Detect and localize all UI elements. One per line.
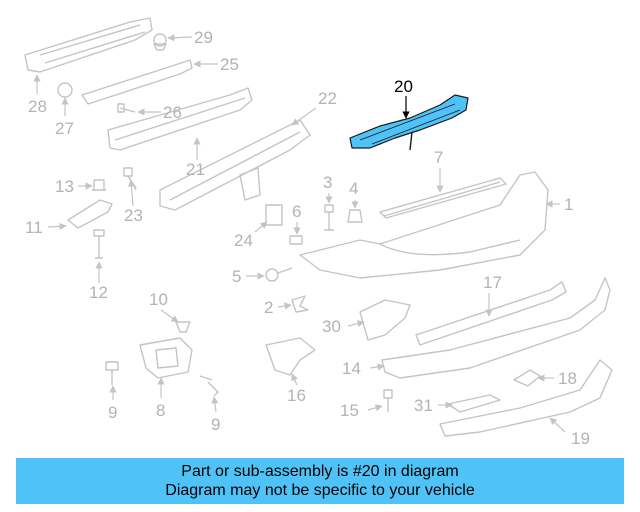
banner-line-1: Part or sub-assembly is #20 in diagram — [181, 463, 459, 480]
callout-13: 13 — [55, 177, 74, 196]
part-16-bracket — [265, 337, 316, 376]
callout-24: 24 — [234, 231, 253, 250]
callout-25: 25 — [220, 55, 239, 74]
callout-31: 31 — [414, 396, 433, 415]
part-1-bumper-cover — [299, 171, 549, 279]
part-24-block — [265, 204, 283, 226]
part-28-sill-plate — [24, 17, 153, 73]
part-17-lower-molding — [415, 281, 567, 346]
callout-23: 23 — [124, 206, 143, 225]
part-30-bracket — [359, 299, 411, 341]
callout-17: 17 — [483, 273, 502, 292]
callout-20: 20 — [394, 77, 413, 96]
part-13-nut — [92, 179, 106, 191]
part-4-clip — [347, 209, 363, 223]
callout-3: 3 — [323, 173, 332, 192]
callout-29: 29 — [194, 28, 213, 47]
callout-4: 4 — [349, 179, 358, 198]
callout-14: 14 — [342, 359, 361, 378]
info-banner: Part or sub-assembly is #20 in diagram D… — [16, 458, 624, 504]
part-10-clip — [175, 321, 191, 333]
parts-diagram: 1 2 3 4 5 6 7 8 9 9 10 11 12 13 14 15 16… — [24, 17, 613, 448]
callout-30: 30 — [322, 317, 341, 336]
callout-15: 15 — [340, 401, 359, 420]
callout-28: 28 — [28, 97, 47, 116]
part-27-retainer — [57, 82, 73, 98]
part-12-bolt — [93, 229, 105, 259]
part-8-sensor — [139, 337, 193, 379]
leader-lines — [33, 34, 566, 433]
callout-7: 7 — [434, 148, 443, 167]
part-2-clip — [291, 295, 309, 313]
part-14-lower-cover — [381, 277, 611, 379]
part-3-bolt — [324, 204, 334, 231]
part-7-molding — [379, 177, 507, 219]
callout-9b: 9 — [211, 415, 220, 434]
part-11-bracket — [67, 199, 113, 229]
callout-11: 11 — [25, 218, 43, 237]
part-22-impact-bar — [159, 119, 311, 211]
part-29-clip — [153, 33, 167, 51]
part-31-reflector — [447, 394, 501, 413]
callout-labels: 1 2 3 4 5 6 7 8 9 9 10 11 12 13 14 15 16… — [25, 28, 590, 448]
part-25-strip — [81, 59, 193, 105]
callout-16: 16 — [287, 386, 306, 405]
part-9-bolt-right — [199, 375, 219, 397]
callout-18: 18 — [558, 369, 577, 388]
part-19-skid-plate — [439, 359, 613, 437]
part-18-clip — [513, 369, 541, 387]
callout-8: 8 — [156, 401, 165, 420]
part-26-bolt — [117, 103, 136, 113]
callout-21: 21 — [186, 160, 205, 179]
callout-19: 19 — [571, 429, 590, 448]
part-9-bolt-left — [105, 361, 119, 385]
callout-27: 27 — [55, 119, 74, 138]
part-6-clip — [289, 235, 303, 245]
part-21-reinforcement — [107, 87, 253, 151]
part-5-bolt — [265, 267, 293, 282]
callout-5: 5 — [232, 267, 241, 286]
callout-10: 10 — [149, 290, 168, 309]
callout-9a: 9 — [108, 403, 117, 422]
callout-12: 12 — [89, 283, 108, 302]
part-23-bolt — [123, 167, 137, 191]
part-20-highlighted — [349, 94, 469, 151]
callout-22: 22 — [318, 89, 337, 108]
callout-6: 6 — [292, 202, 301, 221]
callout-26: 26 — [163, 103, 182, 122]
banner-line-2: Diagram may not be specific to your vehi… — [165, 482, 475, 499]
callout-2: 2 — [264, 298, 273, 317]
callout-1: 1 — [564, 195, 573, 214]
part-15-bolt — [383, 389, 393, 412]
